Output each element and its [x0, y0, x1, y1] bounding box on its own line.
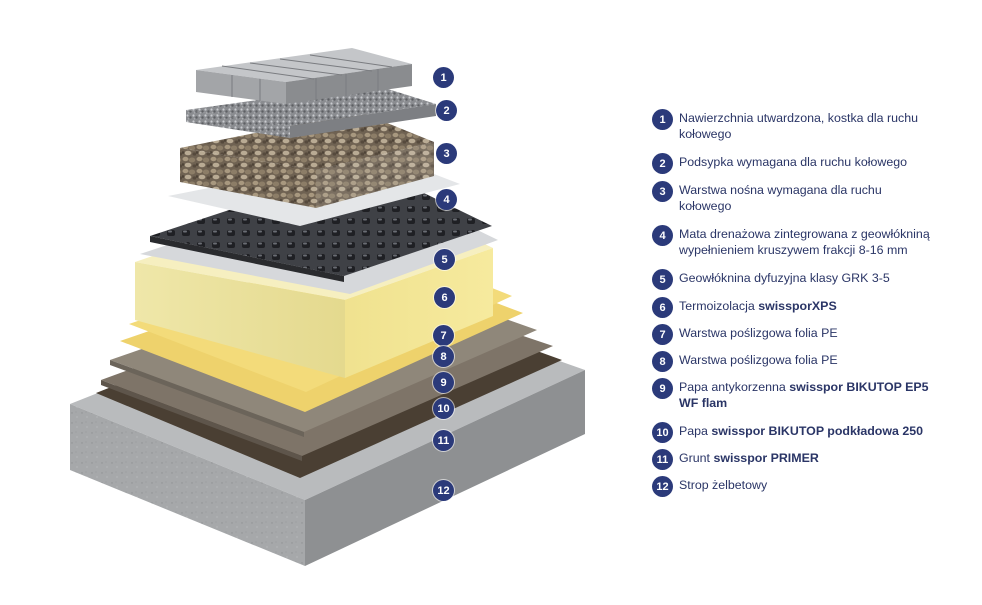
callout-badge-4: 4: [436, 189, 457, 210]
legend-badge: 11: [652, 449, 673, 470]
layer-2-bedding: [186, 84, 436, 138]
legend-label: Mata drenażowa zintegrowana z geowłóknin…: [679, 227, 930, 257]
legend-badge: 8: [652, 351, 673, 372]
callout-badge-12: 12: [433, 480, 454, 501]
callout-badge-9: 9: [433, 372, 454, 393]
legend-item-12: 12 Strop żelbetowy: [652, 476, 952, 497]
callout-badge-5: 5: [434, 249, 455, 270]
legend-label: Warstwa poślizgowa folia PE: [679, 326, 838, 340]
callout-badge-2: 2: [436, 100, 457, 121]
legend-label: Papa antykorzenna swisspor BIKUTOP EP5 W…: [679, 380, 929, 410]
callout-badge-1: 1: [433, 67, 454, 88]
legend-badge: 9: [652, 378, 673, 399]
legend-badge: 6: [652, 297, 673, 318]
legend-label: Podsypka wymagana dla ruchu kołowego: [679, 155, 907, 169]
legend-item-8: 8 Warstwa poślizgowa folia PE: [652, 351, 952, 372]
layer-1-paving-blocks: [196, 48, 412, 104]
legend-item-4: 4 Mata drenażowa zintegrowana z geowłókn…: [652, 225, 952, 258]
legend-label: Termoizolacja swissporXPS: [679, 299, 837, 313]
legend-label: Grunt swisspor PRIMER: [679, 451, 819, 465]
callout-badge-7: 7: [433, 325, 454, 346]
legend-badge: 3: [652, 181, 673, 202]
legend-item-3: 3 Warstwa nośna wymagana dla ruchu kołow…: [652, 181, 952, 214]
callout-badge-3: 3: [436, 143, 457, 164]
legend-label: Warstwa nośna wymagana dla ruchu kołoweg…: [679, 183, 882, 213]
legend-label: Geowłóknina dyfuzyjna klasy GRK 3-5: [679, 271, 890, 285]
callout-badge-11: 11: [433, 430, 454, 451]
callout-badge-10: 10: [433, 398, 454, 419]
legend-badge: 10: [652, 422, 673, 443]
legend-item-1: 1 Nawierzchnia utwardzona, kostka dla ru…: [652, 109, 952, 142]
legend-item-11: 11 Grunt swisspor PRIMER: [652, 449, 952, 470]
legend-item-7: 7 Warstwa poślizgowa folia PE: [652, 324, 952, 345]
callout-badge-6: 6: [434, 287, 455, 308]
legend-badge: 5: [652, 269, 673, 290]
legend-label: Strop żelbetowy: [679, 478, 768, 492]
legend-item-10: 10 Papa swisspor BIKUTOP podkładowa 250: [652, 422, 952, 443]
legend-badge: 12: [652, 476, 673, 497]
legend-badge: 7: [652, 324, 673, 345]
layer-3-base-course: [180, 112, 434, 208]
legend-item-9: 9 Papa antykorzenna swisspor BIKUTOP EP5…: [652, 378, 952, 411]
legend-badge: 1: [652, 109, 673, 130]
legend-label: Papa swisspor BIKUTOP podkładowa 250: [679, 424, 924, 438]
legend-label: Warstwa poślizgowa folia PE: [679, 353, 838, 367]
legend-badge: 4: [652, 225, 673, 246]
legend-item-5: 5 Geowłóknina dyfuzyjna klasy GRK 3-5: [652, 269, 952, 290]
callout-badge-8: 8: [433, 346, 454, 367]
legend-label: Nawierzchnia utwardzona, kostka dla ruch…: [679, 111, 918, 141]
legend-badge: 2: [652, 153, 673, 174]
legend-item-2: 2 Podsypka wymagana dla ruchu kołowego: [652, 153, 952, 174]
legend-item-6: 6 Termoizolacja swissporXPS: [652, 297, 952, 318]
